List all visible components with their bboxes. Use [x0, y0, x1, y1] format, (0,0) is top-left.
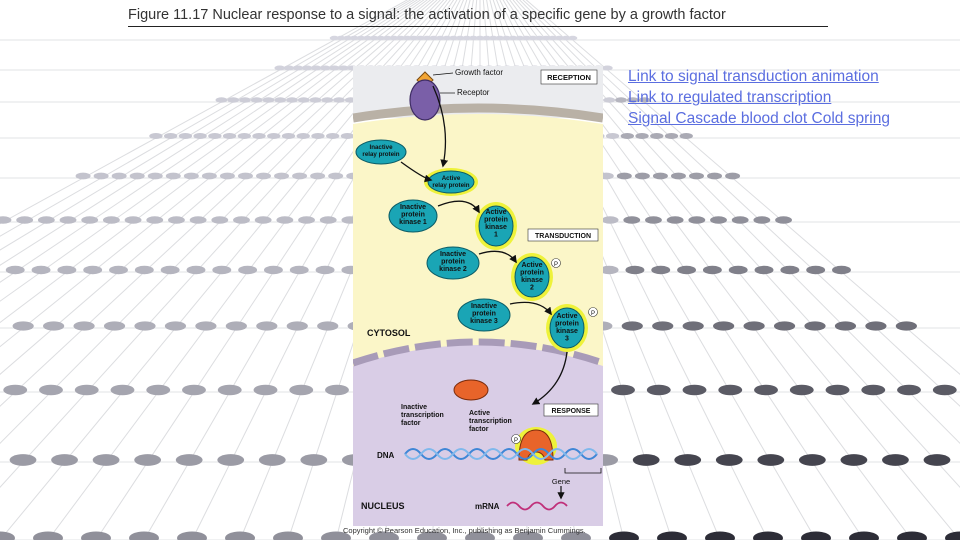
inactive-k3-line-2: protein: [472, 311, 496, 318]
receptor-label: Receptor: [457, 88, 490, 97]
active-k2-line-1: Active: [521, 262, 542, 269]
link-signal-transduction-animation[interactable]: Link to signal transduction animation: [628, 66, 958, 87]
inactive-tf-line-1: Inactive: [401, 404, 427, 411]
link-signal-cascade[interactable]: Signal Cascade blood clot Cold spring: [628, 108, 958, 129]
active-tf-line-1: Active: [469, 410, 490, 417]
inactive-k2-line-2: protein: [441, 259, 465, 266]
link-regulated-transcription[interactable]: Link to regulated transcription: [628, 87, 958, 108]
reception-label: RECEPTION: [547, 73, 591, 82]
active-k3-line-1: Active: [556, 313, 577, 320]
mrna-label: mRNA: [475, 502, 500, 511]
inactive-tf-line-3: factor: [401, 420, 421, 427]
active-k2-line-2: protein: [520, 270, 544, 277]
response-label: RESPONSE: [552, 408, 591, 415]
phosphate-label-2: P: [591, 311, 595, 317]
active-k1-line-3: kinase: [485, 224, 507, 231]
growth-factor-label: Growth factor: [455, 68, 503, 77]
active-relay-line-1: Active: [442, 175, 461, 182]
receptor-icon: [410, 80, 440, 120]
active-k3-line-2: protein: [555, 321, 579, 328]
active-tf-line-3: factor: [469, 426, 489, 433]
inactive-k2-line-3: kinase 2: [439, 266, 467, 273]
inactive-k3-line-3: kinase 3: [470, 318, 498, 325]
inactive-relay-line-1: Inactive: [369, 144, 393, 151]
signal-transduction-figure: Growth factor Receptor RECEPTION Inactiv…: [353, 66, 603, 526]
active-k1-line-4: 1: [494, 232, 498, 239]
cytosol-label: CYTOSOL: [367, 328, 411, 338]
inactive-relay-line-2: relay protein: [362, 151, 399, 158]
active-k3-line-3: kinase: [556, 328, 578, 335]
transduction-label: TRANSDUCTION: [535, 233, 591, 240]
nucleus-region: [353, 345, 603, 526]
active-k1-line-1: Active: [485, 209, 506, 216]
gene-label: Gene: [552, 477, 570, 486]
inactive-tf-line-2: transcription: [401, 412, 444, 419]
phosphate-label-3: P: [514, 438, 518, 444]
inactive-k3-line-1: Inactive: [471, 303, 497, 310]
active-tf-line-2: transcription: [469, 418, 512, 425]
inactive-k2-line-1: Inactive: [440, 251, 466, 258]
active-k1-line-2: protein: [484, 217, 508, 224]
phosphate-label: P: [554, 262, 558, 268]
active-k2-line-4: 2: [530, 285, 534, 292]
active-k3-line-4: 3: [565, 336, 569, 343]
copyright-text: Copyright © Pearson Education, Inc., pub…: [343, 526, 586, 535]
dna-label: DNA: [377, 451, 395, 460]
inactive-k1-line-2: protein: [401, 212, 425, 219]
link-list: Link to signal transduction animation Li…: [628, 66, 958, 129]
inactive-k1-line-1: Inactive: [400, 204, 426, 211]
inactive-k1-line-3: kinase 1: [399, 219, 427, 226]
inactive-transcription-factor: [454, 380, 488, 400]
nucleus-label: NUCLEUS: [361, 501, 405, 511]
active-relay-line-2: relay protein: [432, 182, 469, 189]
active-k2-line-3: kinase: [521, 277, 543, 284]
slide-title: Figure 11.17 Nuclear response to a signa…: [128, 6, 828, 27]
